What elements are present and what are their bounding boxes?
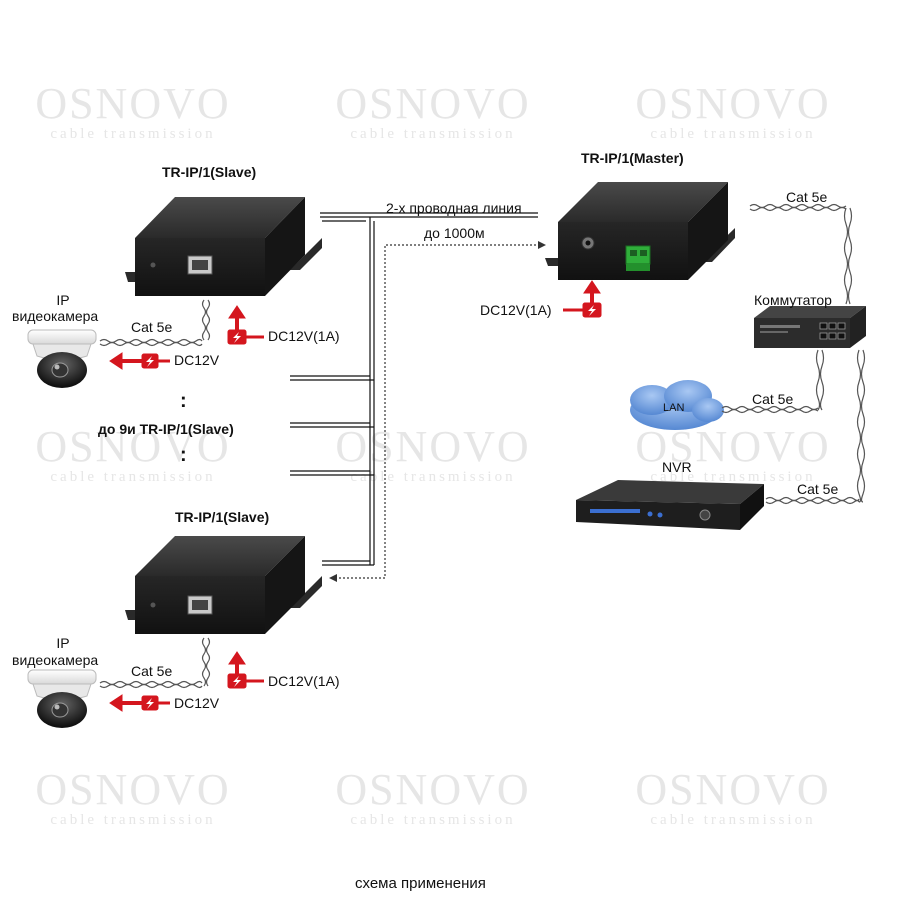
slave-count-label: до 9и TR-IP/1(Slave): [98, 421, 234, 437]
switch-cable-label: Cat 5e: [786, 189, 828, 205]
switch-device: [754, 306, 866, 348]
lan-cloud-shape: [630, 380, 724, 430]
slave-bottom-device: [125, 536, 322, 634]
camera-top-cable-label: Cat 5e: [131, 319, 173, 335]
camera-top-label-line1: IP: [56, 292, 70, 308]
camera-top-label-line2: видеокамера: [12, 308, 99, 324]
power-arrows: [109, 280, 602, 712]
master-power-label: DC12V(1A): [480, 302, 552, 318]
line-type-label: 2-х проводная линия: [386, 200, 522, 216]
nvr-cable-label: Cat 5e: [797, 481, 839, 497]
dots-upper: :: [180, 390, 187, 412]
slave-top-title: TR-IP/1(Slave): [162, 164, 257, 180]
camera-bottom-label-line1: IP: [56, 635, 70, 651]
switch-label: Коммутатор: [754, 292, 832, 308]
arrowhead-left: [329, 574, 337, 582]
cat5e-cables: [99, 203, 866, 689]
camera-top-power-out-label: DC12V: [174, 352, 220, 368]
slave-bottom-title: TR-IP/1(Slave): [175, 509, 270, 525]
bus-lines: [290, 212, 538, 566]
line-distance-label: до 1000м: [424, 225, 485, 241]
master-device: [545, 182, 735, 280]
slave-top-device: [125, 197, 322, 296]
lightning-icons: [146, 305, 596, 709]
lan-cable-label: Cat 5e: [752, 391, 794, 407]
camera-bottom-power-in-label: DC12V(1A): [268, 673, 340, 689]
camera-top-power-in-label: DC12V(1A): [268, 328, 340, 344]
camera-bottom-cable-label: Cat 5e: [131, 663, 173, 679]
camera-bottom-shape: [27, 669, 97, 728]
camera-top-shape: [27, 329, 97, 388]
camera-bottom-label-line2: видеокамера: [12, 652, 99, 668]
arrowhead-right: [538, 241, 546, 249]
nvr-device: [576, 480, 764, 530]
nvr-label: NVR: [662, 459, 692, 475]
lan-label: LAN: [663, 402, 685, 414]
distance-arrow: [335, 244, 540, 579]
dots-lower: :: [180, 444, 187, 466]
master-title: TR-IP/1(Master): [581, 150, 684, 166]
camera-bottom-power-out-label: DC12V: [174, 695, 220, 711]
diagram-caption: схема применения: [355, 875, 486, 892]
